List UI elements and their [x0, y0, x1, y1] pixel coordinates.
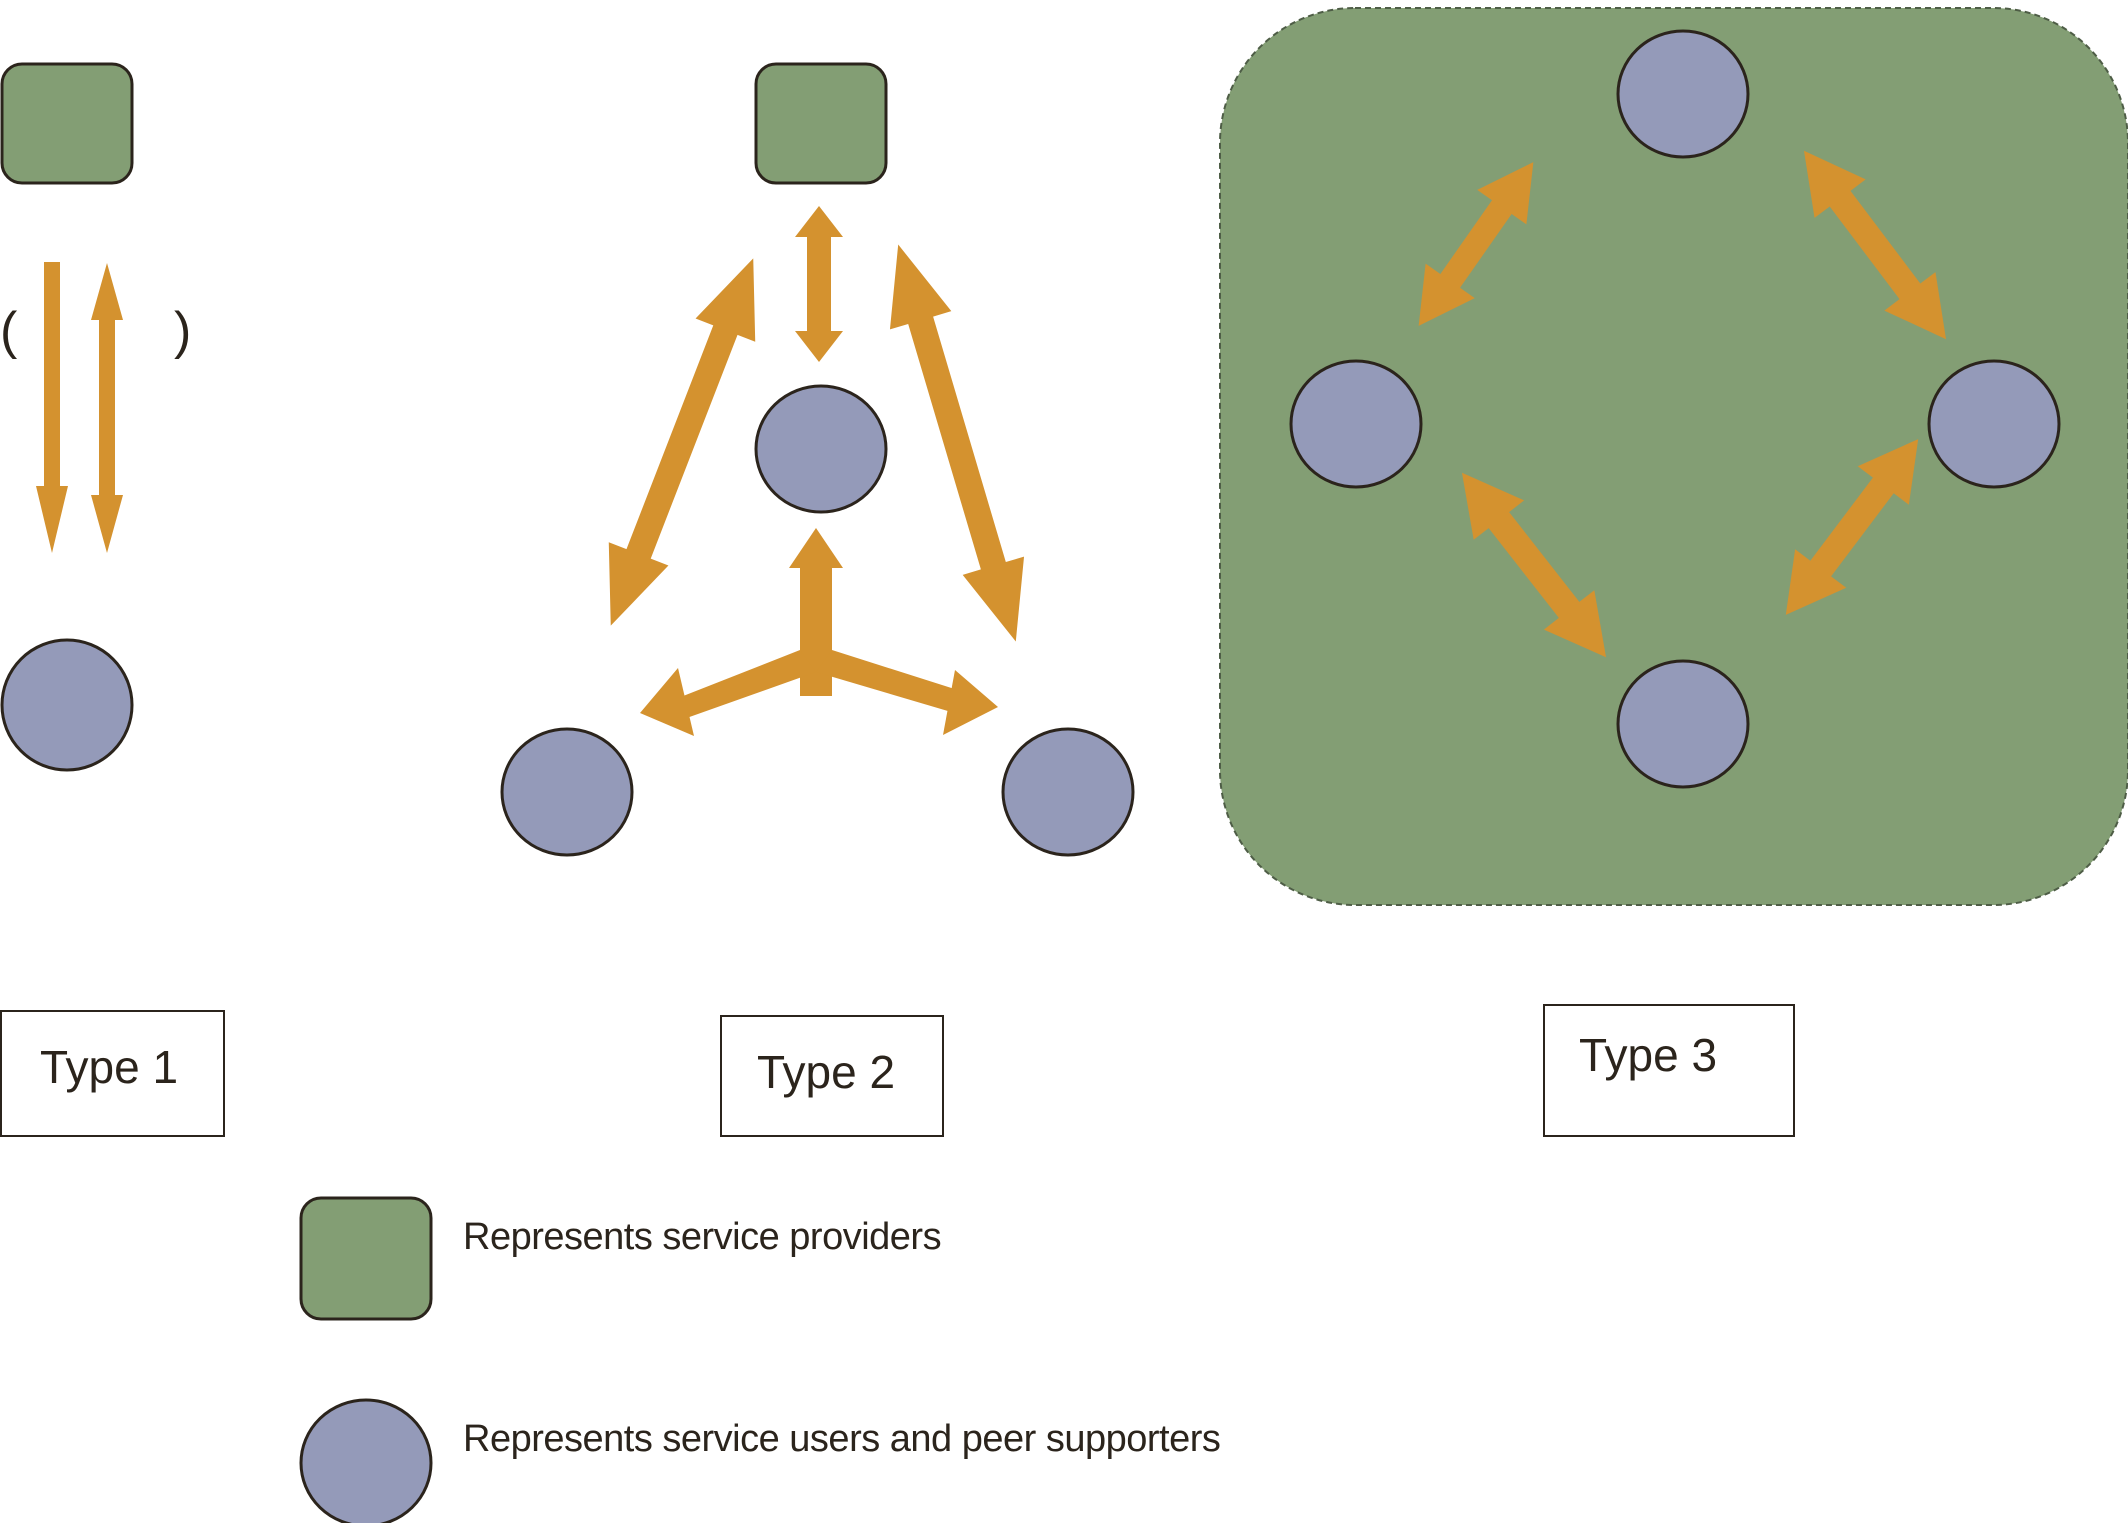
type1-up-arrow-icon — [91, 263, 123, 553]
type3-community-area — [1219, 7, 2128, 906]
type3-bottom-user-node — [1616, 659, 1750, 789]
type1-label: Type 1 — [40, 1041, 179, 1093]
type2-provider-node — [754, 62, 888, 185]
type3-top-user-node — [1616, 29, 1750, 159]
type1-paren-close: ) — [174, 302, 191, 360]
type3-top-right-arrow-icon — [1803, 150, 1947, 340]
type2-label: Type 2 — [757, 1046, 896, 1098]
legend-provider-icon — [299, 1196, 433, 1321]
type1-provider-node — [0, 62, 134, 185]
type3-right-user-node — [1927, 359, 2061, 489]
type2-label-box: Type 2 — [720, 1015, 944, 1137]
type3-right-bottom-arrow-icon — [1785, 439, 1919, 615]
type1-paren-open: ( — [0, 302, 18, 360]
type2-center-user-node — [754, 384, 888, 514]
type2-provider-center-arrow-icon — [795, 206, 843, 362]
type3-left-user-node — [1289, 359, 1423, 489]
type2-right-user-node — [1001, 727, 1135, 857]
type2-left-user-node — [500, 727, 634, 857]
type2-peer-connector-arrow-icon — [640, 528, 998, 736]
legend-user-text: Represents service users and peer suppor… — [463, 1418, 1221, 1460]
type3-label-box: Type 3 — [1543, 1004, 1795, 1137]
type1-down-arrow-icon — [36, 262, 68, 553]
type3-top-left-arrow-icon — [1418, 162, 1534, 326]
type1-label-box: Type 1 — [0, 1010, 225, 1137]
type2-provider-right-arrow-icon — [889, 244, 1025, 642]
type3-left-bottom-arrow-icon — [1461, 472, 1607, 658]
type2-provider-left-arrow-icon — [608, 258, 756, 626]
legend-user-icon — [299, 1398, 433, 1523]
type3-label: Type 3 — [1579, 1029, 1718, 1081]
type1-user-node — [0, 638, 134, 772]
legend-provider-text: Represents service providers — [463, 1216, 942, 1258]
